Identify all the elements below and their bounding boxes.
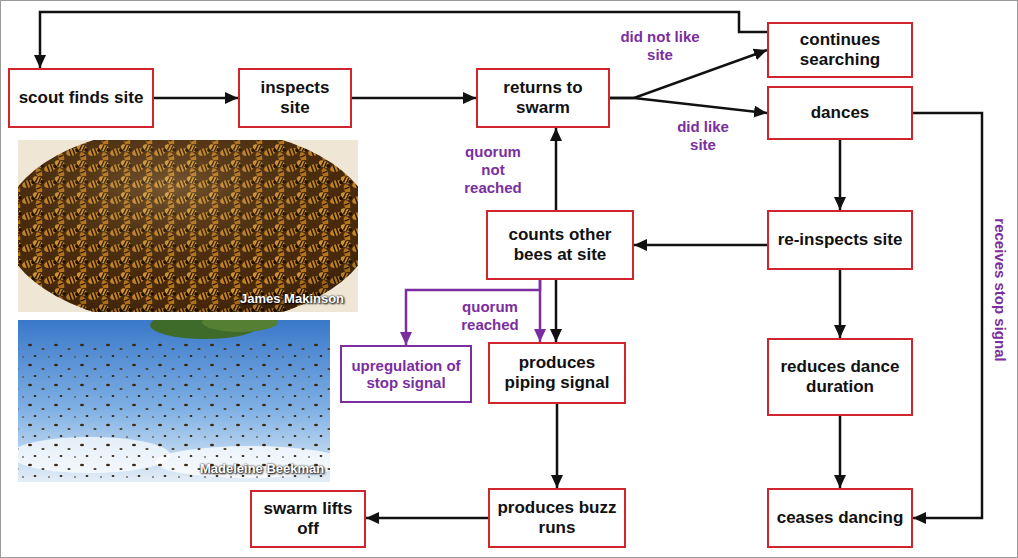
box-text: scout finds site [19,88,144,108]
flow-arrow [154,97,238,100]
flow-arrow [610,98,767,113]
flow-arrow [839,416,842,488]
flow-arrow [839,140,842,210]
box-text: ceases dancing [777,508,904,528]
box-text: upregulation of stop signal [348,357,464,392]
flow-arrow [634,244,767,247]
process-box: ceases dancing [767,488,913,548]
process-box: continues searching [767,22,913,78]
flow-arrow [555,128,558,210]
process-box: re-inspects site [767,210,913,270]
box-text: reduces dance duration [775,357,905,396]
flow-arrow [352,97,476,100]
process-box: dances [767,86,913,140]
flow-arrow [40,12,767,68]
process-box: scout finds site [8,68,154,128]
process-box: reduces dance duration [767,338,913,416]
box-text: inspects site [246,78,344,117]
edge-label: receives stop signal [990,218,1008,361]
box-text: returns to swarm [484,78,602,117]
flow-arrow [555,280,558,342]
photo-credit: James Makinson [240,291,344,306]
signal-box: upregulation of stop signal [340,345,472,403]
process-box: returns to swarm [476,68,610,128]
edge-label: quorum not reached [452,143,534,197]
process-box: inspects site [238,68,352,128]
process-box: produces buzz runs [488,488,626,548]
flow-arrow [610,50,767,98]
flow-arrow [366,517,488,520]
photo-credit: Madeleine Beekman [200,461,324,476]
box-text: produces buzz runs [496,498,618,537]
edge-label: quorum reached [452,298,528,334]
process-box: swarm lifts off [250,490,366,548]
box-text: continues searching [775,30,905,69]
box-text: produces piping signal [496,353,618,392]
flow-arrow [839,270,842,338]
box-text: re-inspects site [778,230,903,250]
edge-label: did not like site [610,28,710,64]
flow-arrow [556,404,559,488]
process-box: counts other bees at site [486,210,634,280]
process-box: produces piping signal [488,342,626,404]
box-text: counts other bees at site [494,225,626,264]
box-text: swarm lifts off [258,499,358,538]
edge-label: did like site [665,118,741,154]
box-text: dances [811,103,870,123]
flow-arrow [406,280,540,345]
flow-arrow [913,113,982,518]
